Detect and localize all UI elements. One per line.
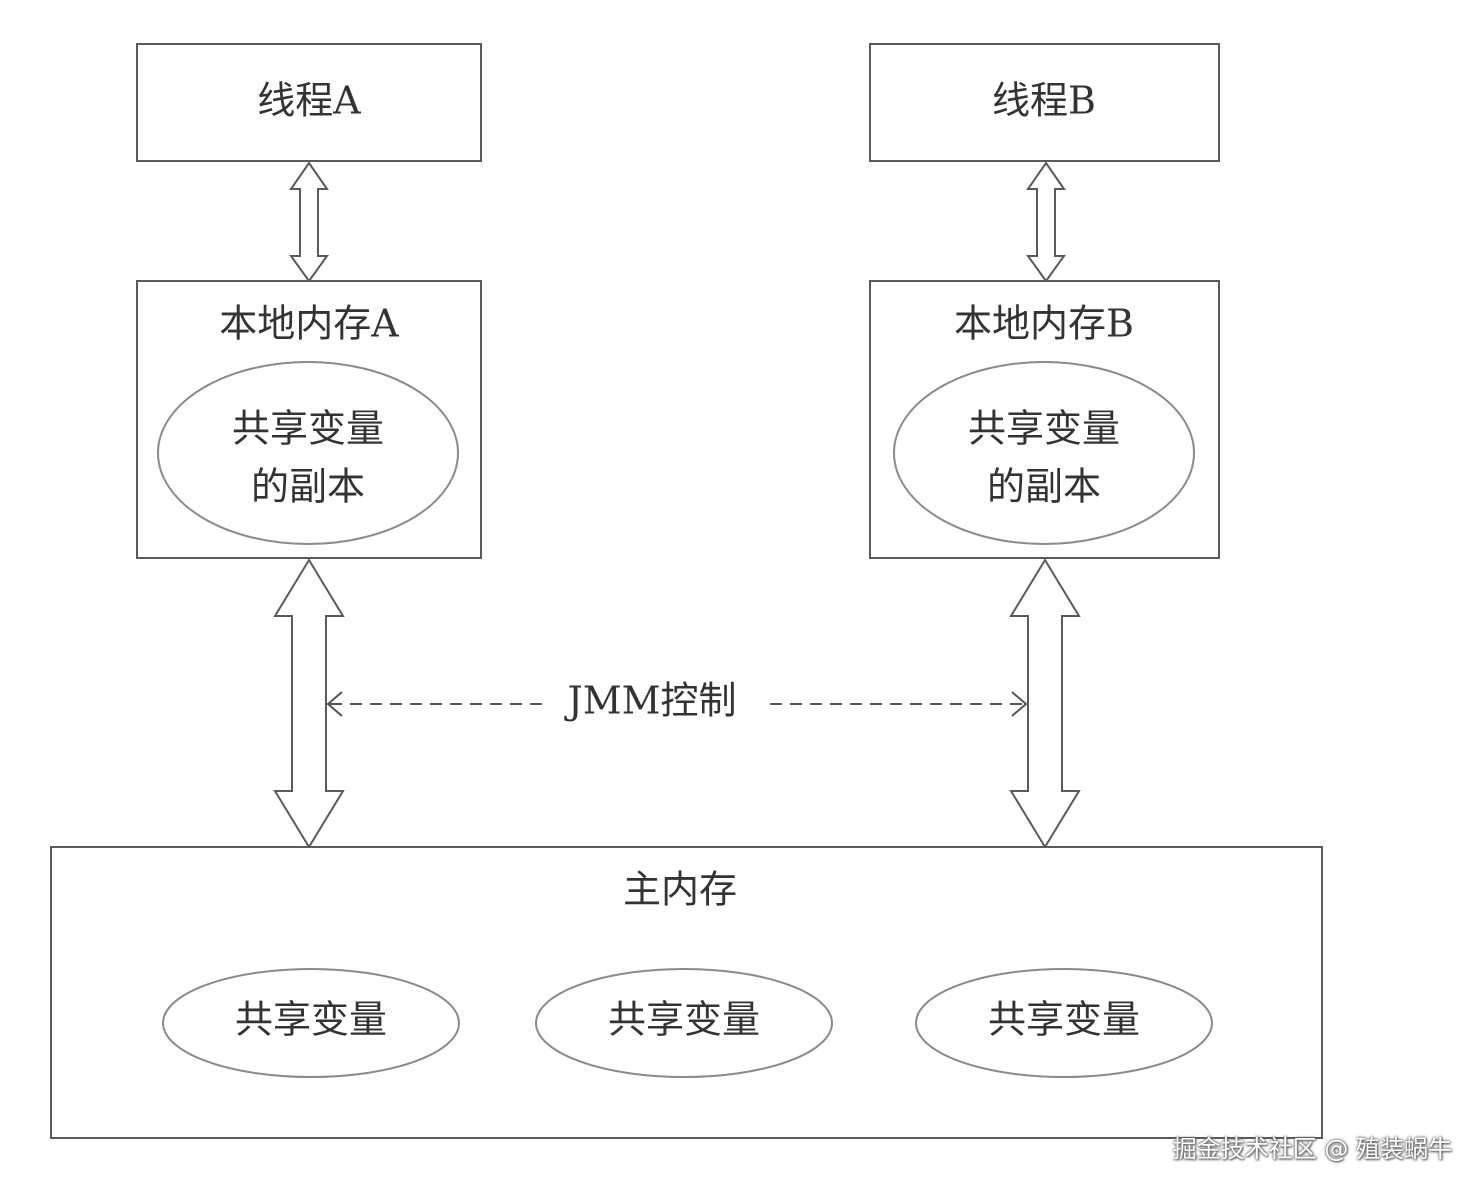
shared-var-oval-1 bbox=[162, 968, 460, 1078]
shared-var-copy-b-line1: 共享变量 bbox=[968, 407, 1120, 451]
shared-var-copy-a-oval bbox=[157, 361, 459, 545]
local-memory-a-label: 本地内存A bbox=[219, 302, 399, 346]
shared-var-label-1: 共享变量 bbox=[235, 998, 387, 1042]
jmm-arrowhead-right bbox=[1011, 691, 1028, 717]
shared-var-copy-a-line2: 的副本 bbox=[251, 465, 365, 509]
main-memory-label: 主内存 bbox=[623, 868, 737, 912]
shared-var-copy-a-line1: 共享变量 bbox=[232, 407, 384, 451]
thread-b-box bbox=[869, 43, 1220, 162]
jmm-control-label: JMM控制 bbox=[563, 679, 736, 723]
shared-var-copy-b-oval bbox=[893, 361, 1195, 545]
shared-var-oval-2 bbox=[535, 968, 833, 1078]
shared-var-oval-3 bbox=[915, 968, 1213, 1078]
thread-a-box bbox=[136, 43, 482, 162]
local-memory-b-label: 本地内存B bbox=[954, 302, 1134, 346]
thread-b-local-b-arrow bbox=[1026, 161, 1066, 283]
jmm-arrowhead-left bbox=[326, 691, 343, 717]
thread-b-label: 线程B bbox=[992, 79, 1096, 123]
shared-var-label-2: 共享变量 bbox=[608, 998, 760, 1042]
thread-a-label: 线程A bbox=[257, 79, 361, 123]
watermark: 掘金技术社区 @ 殖装蜗牛 bbox=[1172, 1135, 1452, 1163]
shared-var-copy-b-line2: 的副本 bbox=[987, 465, 1101, 509]
shared-var-label-3: 共享变量 bbox=[988, 998, 1140, 1042]
thread-a-local-a-arrow bbox=[289, 161, 329, 283]
